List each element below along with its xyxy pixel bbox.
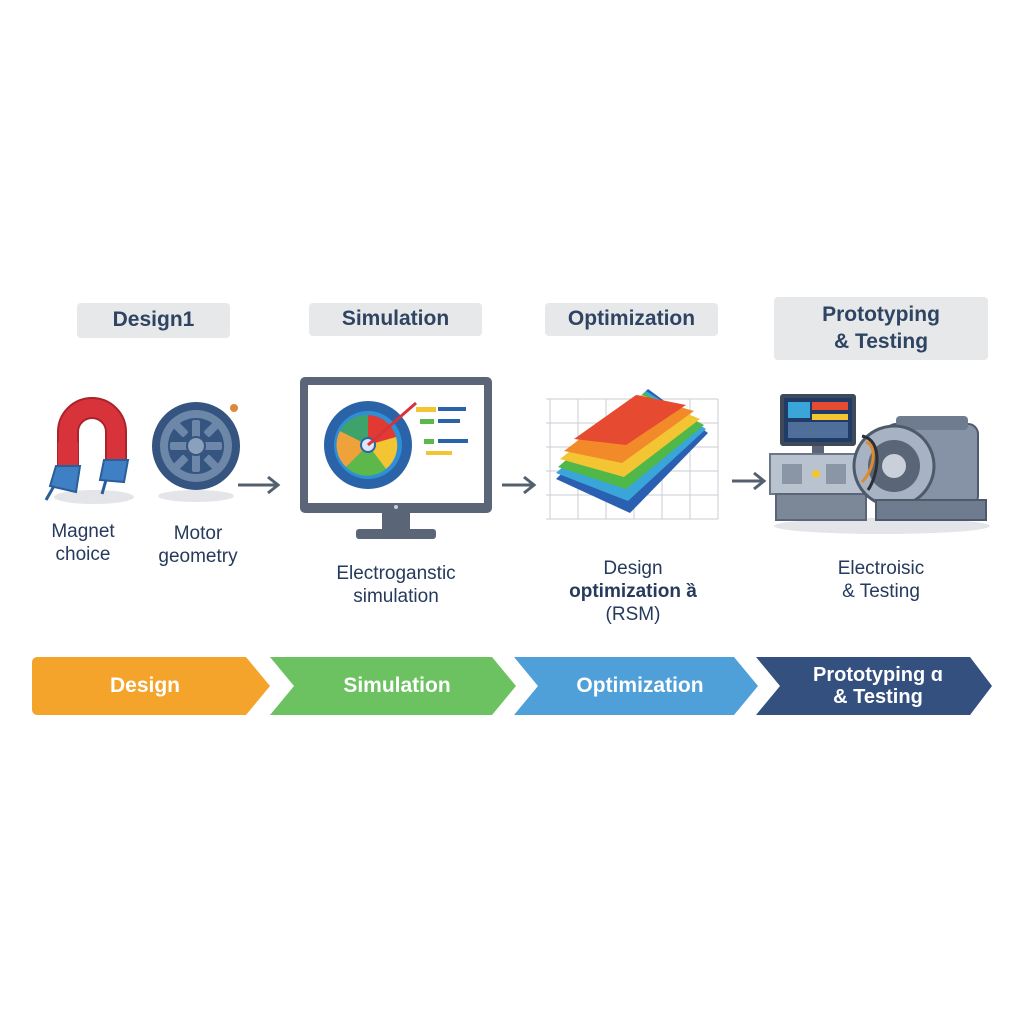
caption-optimization-line3: (RSM) <box>605 604 661 626</box>
process-step-simulation-label: Simulation <box>290 657 504 715</box>
caption-optimization-line2: optimization ȁ <box>569 581 697 603</box>
stage-label-prototyping-line2: & Testing <box>833 329 929 353</box>
test-bench-icon <box>769 394 990 534</box>
process-step-simulation <box>270 657 516 715</box>
process-step-optimization-shape <box>514 657 758 715</box>
caption-simulation-line2: simulation <box>353 586 439 608</box>
flow-arrow-1 <box>238 475 281 495</box>
caption-simulation-line1: Electroganstic <box>336 563 456 584</box>
caption-testing-line2: & Testing <box>842 581 920 603</box>
caption-magnet: Magnet choice <box>28 520 138 566</box>
process-step-optimization-label: Optimization <box>534 657 746 715</box>
caption-optimization-line1: Design <box>603 558 663 579</box>
stage-label-prototyping-line1: Prototyping <box>822 303 940 327</box>
stage-label-design: Design1 <box>77 303 230 338</box>
caption-motor-line1: Motor <box>173 523 223 544</box>
stage-label-simulation: Simulation <box>309 303 482 336</box>
stage-label-design-text: Design1 <box>112 308 195 332</box>
stage-label-optimization-text: Optimization <box>567 307 696 331</box>
caption-simulation: Electroganstic simulation <box>298 562 494 608</box>
flow-arrow-3 <box>732 471 767 491</box>
stage-label-optimization: Optimization <box>545 303 718 336</box>
process-step-design-shape <box>32 657 270 715</box>
process-step-prototyping <box>756 657 992 715</box>
process-step-prototyping-label: Prototyping ɑ & Testing <box>776 657 980 715</box>
response-surface-icon <box>546 389 719 520</box>
caption-testing: Electroisic & Testing <box>786 557 976 603</box>
flow-arrow-2 <box>502 475 537 495</box>
process-step-simulation-text: Simulation <box>343 674 451 698</box>
caption-optimization: Design optimization ȁ (RSM) <box>535 557 731 627</box>
process-step-prototyping-line1: Prototyping ɑ <box>813 664 943 686</box>
process-step-simulation-shape <box>270 657 516 715</box>
caption-testing-line1: Electroisic <box>837 558 925 579</box>
process-step-optimization-text: Optimization <box>576 674 704 698</box>
caption-motor-line2: geometry <box>158 546 238 568</box>
process-step-design-text: Design <box>109 674 180 698</box>
stage-label-simulation-text: Simulation <box>341 307 450 331</box>
simulation-monitor-icon <box>300 377 492 539</box>
motor-wheel-icon <box>152 402 240 502</box>
stage-label-prototyping: Prototyping & Testing <box>774 297 988 360</box>
process-step-optimization <box>514 657 758 715</box>
process-step-prototyping-line2: & Testing <box>833 686 923 708</box>
caption-motor: Motor geometry <box>140 522 256 568</box>
horseshoe-magnet-icon <box>44 397 134 504</box>
process-step-design <box>32 657 270 715</box>
process-step-design-label: Design <box>32 657 258 715</box>
process-step-prototyping-shape <box>756 657 992 715</box>
caption-magnet-line2: choice <box>55 544 111 566</box>
caption-magnet-line1: Magnet <box>51 521 115 542</box>
